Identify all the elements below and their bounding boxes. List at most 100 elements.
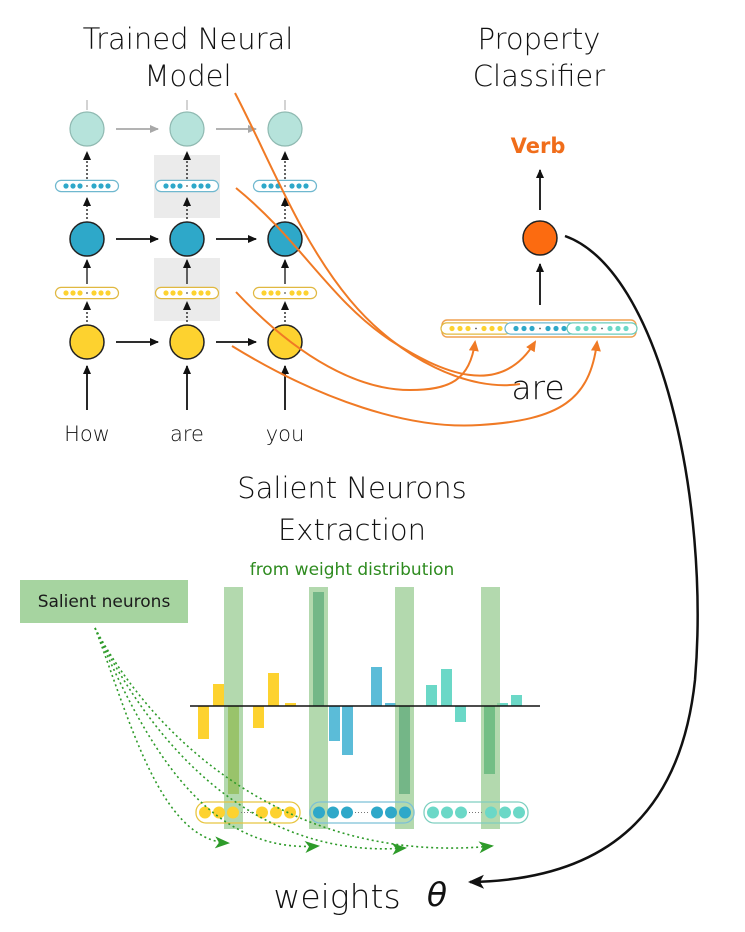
salient-neurons-label: Salient neurons [38,592,171,612]
weight-bar-0 [198,706,209,739]
vector-l1-0-dot [91,290,97,296]
concat-seg-teal-dot [607,325,613,332]
model-title-line2: Model [144,59,231,93]
vertical-connectors [83,100,289,322]
hidden-vectors [54,179,318,300]
weight-bar-1 [213,684,224,706]
vector-l1-1-ellipsis [186,292,188,294]
salient-columns [224,587,500,829]
concat-seg-yellow-ellipsis [475,327,477,330]
neurons-yellow-neuron [270,806,282,819]
vector-l1-1-dot [191,290,197,296]
vector-l2-1-ellipsis [186,185,188,187]
vector-l2-0-ellipsis [86,185,88,187]
salient-pointer-arrows [94,627,494,855]
salient-neurons-box [20,580,188,623]
neurons-teal-neuron [441,806,453,819]
weight-bar-3 [253,706,264,728]
vector-l1-0-dot [105,290,111,296]
concat-seg-blue-dot [529,325,535,332]
neurons-blue-pill [309,801,415,824]
weight-bar-7 [329,706,340,741]
vector-l2-2-dot [261,183,267,189]
vector-l1-0-dot [77,290,83,296]
vector-l2-0-dot [105,183,111,189]
neurons-teal-neuron [427,806,439,819]
concat-seg-yellow-dot [497,325,503,332]
extraction-subtitle: from weight distribution [250,560,455,580]
neurons-blue-neuron [327,806,339,819]
concat-seg-teal-dot [591,325,597,332]
weight-bar-13 [441,669,452,706]
neurons-teal-neuron [499,806,511,819]
predicted-label: Verb [511,134,566,158]
node-how-layer1 [69,324,105,360]
concat-seg-teal-dot [615,325,621,332]
vector-l1-0-dot [63,290,69,296]
input-word-are: are [170,422,204,446]
concat-seg-teal-dot [575,325,581,332]
layer3-nodes [69,111,303,147]
concat-seg-yellow-dot [457,325,463,332]
recurrent-arrows [116,125,257,346]
concat-seg-teal-ellipsis [601,327,603,330]
classifier-input-vector [440,319,638,338]
weight-bar-16 [497,703,508,706]
extraction-title-line2: Extraction [278,513,426,547]
weight-bar-5 [285,703,296,706]
neurons-yellow-neuron [213,806,225,819]
vector-l1-1-dot [163,290,169,296]
node-how-layer2 [69,221,105,257]
concat-seg-blue-dot [521,325,527,332]
vector-l2-2-dot [268,183,274,189]
vector-l2-2-dot [289,183,295,189]
representation-arrows [231,92,601,427]
vector-l1-2-dot [303,290,309,296]
concat-seg-blue-dot [513,325,519,332]
vector-l1-1-dot [198,290,204,296]
weight-bar-8 [342,706,353,755]
weight-bar-4 [268,673,279,706]
concat-seg-blue-dot [553,325,559,332]
concat-seg-blue-dot [561,325,567,332]
classifier-output-node [522,220,558,256]
neurons-blue-neuron [313,806,325,819]
vector-l2-0-dot [70,183,76,189]
neurons-blue-neuron [399,806,411,819]
input-word-how: How [64,422,110,446]
weights-label: weights [273,877,400,916]
model-title-line1: Trained Neural [83,22,294,56]
neurons-teal-pill [423,801,529,824]
neurons-blue-neuron [371,806,383,819]
neurons-yellow-pill [195,801,301,824]
neurons-teal-neuron [455,806,467,819]
neurons-yellow-neuron [256,806,268,819]
vector-l2-0-dot [77,183,83,189]
vector-l1-2-dot [268,290,274,296]
node-are-layer3 [169,111,205,147]
vector-l2-2-ellipsis [284,185,286,187]
theta-symbol: θ [427,875,447,914]
extraction-title-line1: Salient Neurons [237,471,467,505]
concat-seg-yellow-dot [481,325,487,332]
bottom-neuron-vectors [195,801,529,824]
node-you-layer2 [267,221,303,257]
vector-l1-1-dot [177,290,183,296]
vector-l2-2-dot [303,183,309,189]
vector-l1-2-dot [289,290,295,296]
input-word-you: you [266,422,305,446]
neurons-blue-neuron [341,806,353,819]
weight-bar-10 [385,703,396,706]
vector-l1-1-dot [205,290,211,296]
vector-l2-1-dot [170,183,176,189]
vector-l1-0-ellipsis [86,292,88,294]
vector-l2-0-dot [91,183,97,189]
node-are-layer2 [169,221,205,257]
concat-seg-teal-dot [623,325,629,332]
classifier-title-line1: Property [478,22,601,56]
vector-l2-1-dot [191,183,197,189]
vector-l1-0-dot [98,290,104,296]
weights-arrow [468,234,699,889]
